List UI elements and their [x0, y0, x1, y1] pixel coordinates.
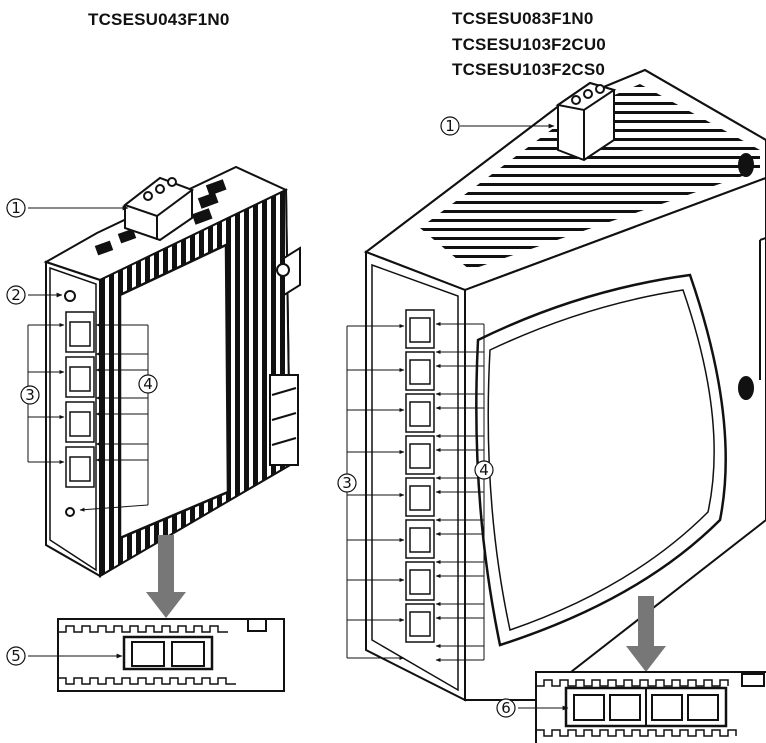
right-callouts: 1 3 4 6: [337, 116, 516, 718]
svg-text:5: 5: [11, 647, 21, 665]
callout-6-right: 6: [496, 698, 516, 718]
right-model-label-2: TCSESU103F2CU0: [452, 35, 606, 54]
right-model-label-3: TCSESU103F2CS0: [452, 60, 606, 79]
power-connector-right: [555, 81, 617, 162]
right-view-arrow: [626, 596, 666, 672]
left-bottom-view: [57, 618, 285, 692]
svg-text:1: 1: [11, 199, 21, 217]
callout-2-left: 2: [6, 285, 26, 305]
left-view-arrow: [146, 535, 186, 618]
svg-text:1: 1: [445, 117, 455, 135]
right-switch: [363, 68, 766, 702]
callout-3-right: 3: [337, 473, 357, 493]
left-model-label: TCSESU043F1N0: [88, 10, 230, 29]
callout-4-left: 4: [138, 374, 158, 394]
svg-text:3: 3: [342, 474, 352, 492]
callout-3-left: 3: [20, 385, 40, 405]
right-ports: [405, 309, 435, 643]
svg-text:6: 6: [501, 699, 511, 717]
callout-5-left: 5: [6, 646, 26, 666]
left-switch: [43, 165, 301, 578]
callout-1-right: 1: [440, 116, 460, 136]
svg-text:4: 4: [143, 375, 153, 393]
svg-text:4: 4: [479, 461, 489, 479]
svg-text:3: 3: [25, 386, 35, 404]
power-connector-left: [122, 176, 195, 242]
right-model-label-1: TCSESU083F1N0: [452, 9, 594, 28]
callout-4-right: 4: [474, 460, 494, 480]
callout-1-left: 1: [6, 198, 26, 218]
left-ports: [65, 311, 95, 488]
right-bottom-view: [535, 671, 766, 743]
svg-text:2: 2: [11, 286, 21, 304]
left-callouts: 1 2 3 4 5: [6, 198, 158, 666]
